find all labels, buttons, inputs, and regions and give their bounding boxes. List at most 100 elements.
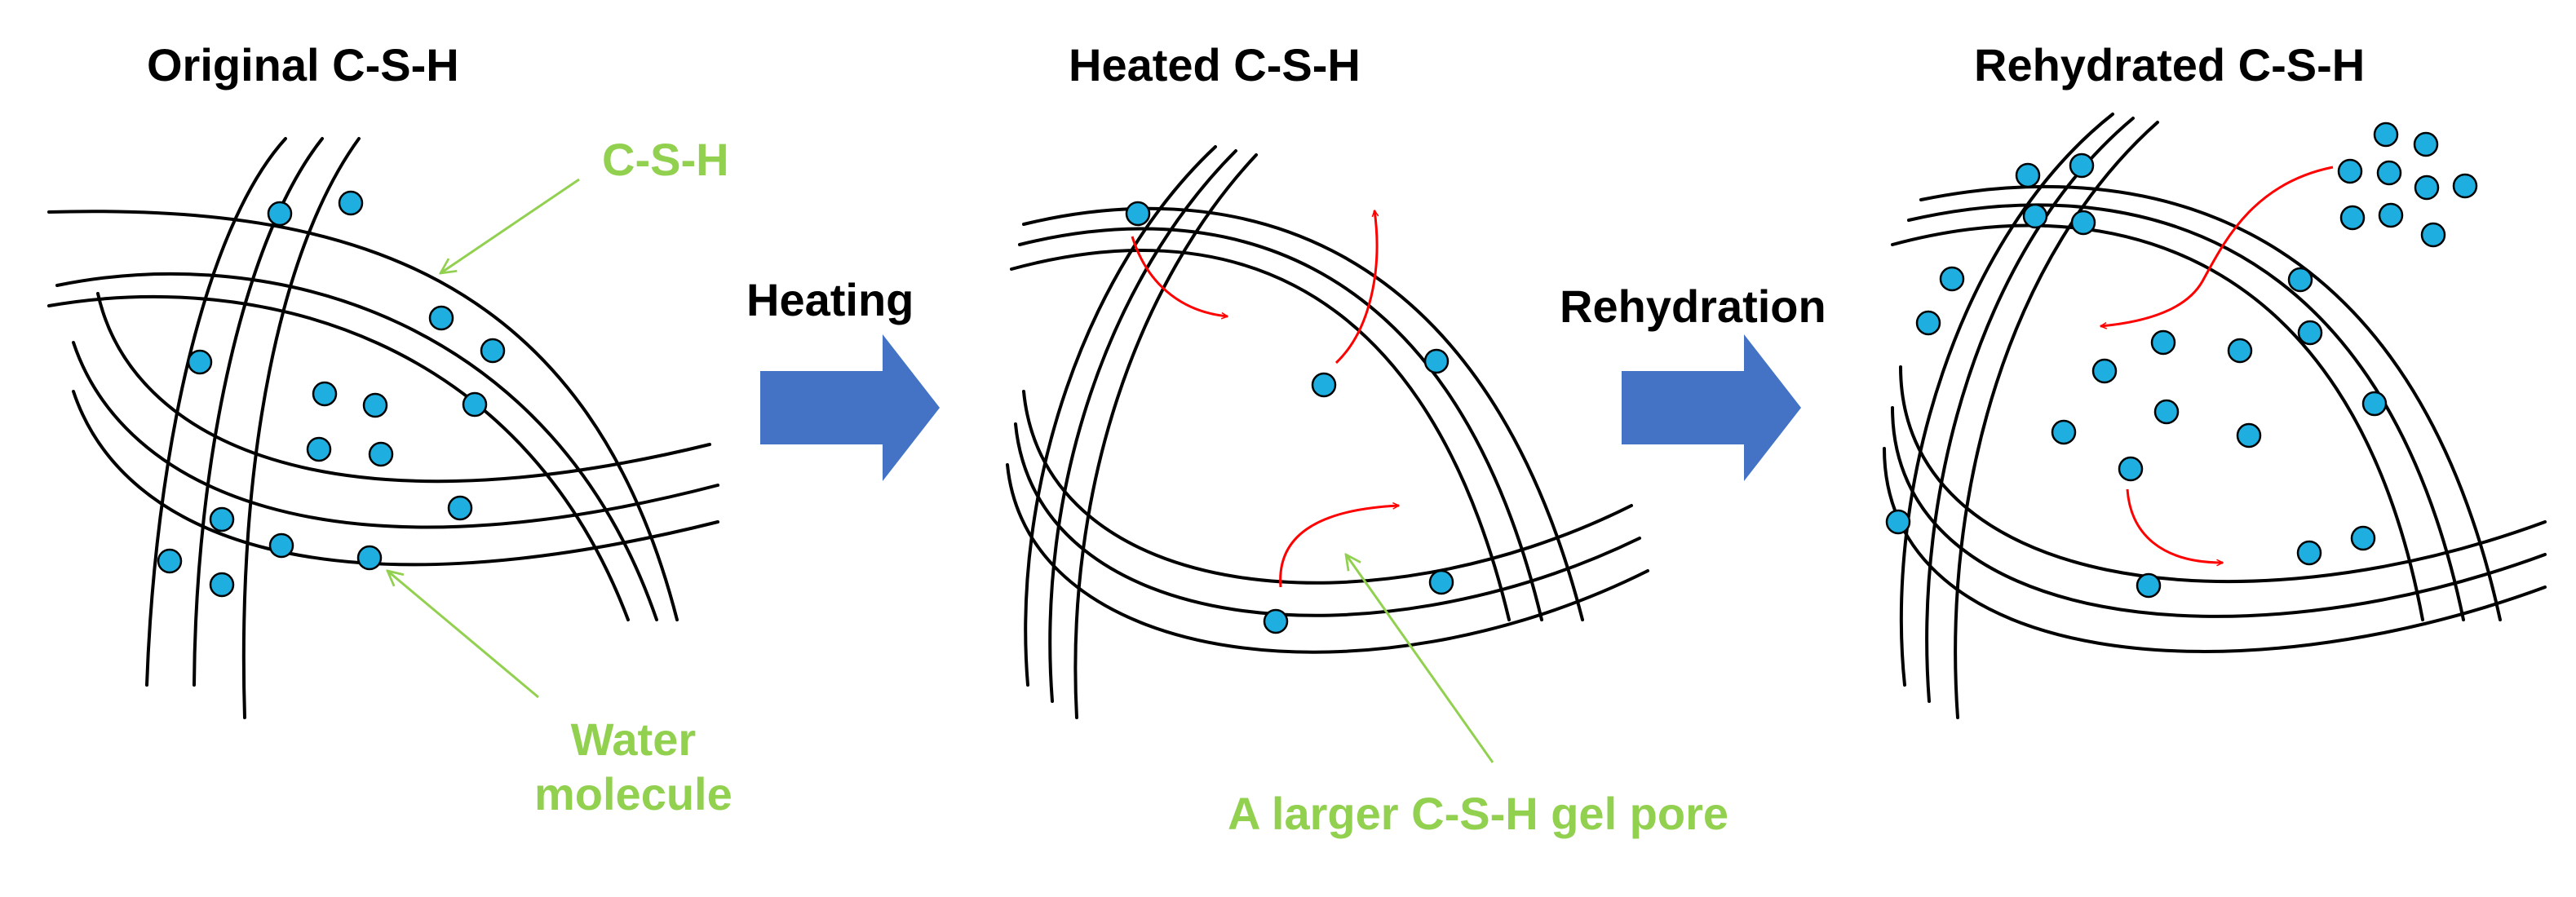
fibre bbox=[1954, 121, 2159, 719]
water-molecule bbox=[2051, 419, 2077, 445]
migration-arrows-heated bbox=[1131, 210, 1399, 588]
fibre bbox=[1925, 117, 2135, 703]
water-molecule bbox=[2118, 456, 2144, 482]
water-molecule bbox=[1939, 266, 1965, 292]
water-molecule bbox=[2452, 173, 2478, 199]
water-molecule bbox=[338, 190, 364, 216]
step-label-heating: Heating bbox=[746, 274, 914, 325]
fibre bbox=[47, 294, 630, 621]
water-molecule bbox=[2296, 540, 2322, 566]
water-molecule bbox=[2373, 122, 2399, 148]
water-molecule bbox=[447, 495, 473, 521]
water-molecule bbox=[2070, 210, 2096, 236]
water-molecule bbox=[1915, 310, 1941, 336]
migration-arrow bbox=[2100, 166, 2334, 326]
pore-pointer bbox=[1346, 555, 1494, 763]
water-molecule bbox=[2378, 202, 2404, 228]
water-molecule bbox=[362, 392, 388, 418]
annotation-gel-pore: A larger C-S-H gel pore bbox=[1228, 788, 1729, 839]
water-molecule bbox=[2350, 525, 2376, 551]
water-molecule bbox=[356, 545, 383, 571]
water-molecule bbox=[157, 548, 183, 574]
panel-title-rehydrated: Rehydrated C-S-H bbox=[1974, 39, 2366, 91]
fibre bbox=[241, 137, 361, 719]
fibre bbox=[1891, 406, 2547, 618]
water-molecule bbox=[2236, 422, 2262, 448]
fibre bbox=[72, 341, 719, 529]
water-molecule bbox=[1885, 509, 1911, 535]
water-molecule bbox=[2069, 152, 2095, 179]
fibre bbox=[145, 137, 287, 687]
water-molecule bbox=[368, 441, 394, 467]
water-molecule bbox=[2150, 329, 2176, 356]
fibre bbox=[72, 390, 719, 567]
annotation-csh: C-S-H bbox=[602, 134, 729, 185]
panel-heated bbox=[1006, 145, 1649, 719]
water-molecules-rehydrated bbox=[1885, 122, 2478, 599]
water-molecule bbox=[2227, 338, 2253, 364]
water-molecule bbox=[462, 391, 488, 418]
fibre bbox=[1891, 223, 2424, 621]
fibre bbox=[1014, 422, 1641, 617]
fibre bbox=[1024, 145, 1217, 687]
csh-pointer bbox=[440, 178, 580, 273]
fibre bbox=[1022, 206, 1584, 621]
fibre bbox=[1006, 463, 1649, 654]
water-molecule bbox=[312, 381, 338, 407]
fibre bbox=[1919, 185, 2502, 621]
water-molecule bbox=[2361, 391, 2388, 417]
water-molecule bbox=[2153, 399, 2180, 425]
water-molecule bbox=[1428, 569, 1454, 595]
water-molecule bbox=[2420, 222, 2446, 248]
panel-title-heated: Heated C-S-H bbox=[1069, 39, 1361, 91]
fibre bbox=[1899, 113, 2114, 687]
water-molecule bbox=[2136, 572, 2162, 599]
fibre bbox=[1883, 447, 2547, 653]
water-molecule bbox=[268, 532, 294, 559]
water-molecule bbox=[2015, 162, 2041, 188]
water-molecule bbox=[1125, 201, 1151, 227]
migration-arrows-rehydrated bbox=[2100, 166, 2334, 563]
panel-rehydrated bbox=[1883, 113, 2547, 719]
water-molecule bbox=[1423, 348, 1450, 374]
water-molecule bbox=[187, 349, 213, 375]
water-molecule bbox=[1263, 608, 1289, 634]
migration-arrow bbox=[1131, 236, 1228, 316]
heating-arrow bbox=[760, 334, 940, 481]
water-molecule bbox=[2413, 131, 2439, 157]
water-molecules-original bbox=[157, 190, 506, 598]
water-molecule bbox=[428, 305, 454, 331]
rehydration-arrow bbox=[1622, 334, 1801, 481]
fibre bbox=[1018, 227, 1543, 621]
annotation-water-molecule: Water molecule bbox=[534, 714, 733, 820]
water-molecule bbox=[1311, 372, 1337, 398]
water-molecule bbox=[2337, 158, 2363, 184]
water-molecule bbox=[2091, 358, 2118, 384]
water-molecule bbox=[267, 201, 293, 227]
water-molecule bbox=[2297, 320, 2323, 346]
step-label-rehydration: Rehydration bbox=[1560, 281, 1826, 332]
fibre bbox=[96, 292, 711, 484]
migration-arrow bbox=[1279, 506, 1399, 588]
fibre bbox=[1010, 249, 1511, 621]
fibre bbox=[1022, 390, 1633, 585]
fibre bbox=[1907, 203, 2465, 621]
water-molecules-heated bbox=[1125, 201, 1454, 634]
water-molecule bbox=[306, 436, 332, 462]
migration-arrow bbox=[2126, 488, 2223, 563]
water-molecule bbox=[480, 338, 506, 364]
water-molecule bbox=[2022, 203, 2048, 229]
panel-title-original: Original C-S-H bbox=[147, 39, 459, 91]
fibre bbox=[1899, 365, 2547, 584]
fibre bbox=[55, 272, 658, 621]
water-molecule bbox=[2414, 175, 2440, 201]
fibre bbox=[193, 137, 324, 687]
water-molecule bbox=[2339, 205, 2366, 231]
water-molecule bbox=[209, 506, 235, 532]
fibre bbox=[47, 210, 679, 621]
water-molecule bbox=[2287, 267, 2313, 293]
panel-original bbox=[47, 137, 719, 719]
water-molecule bbox=[209, 572, 235, 598]
